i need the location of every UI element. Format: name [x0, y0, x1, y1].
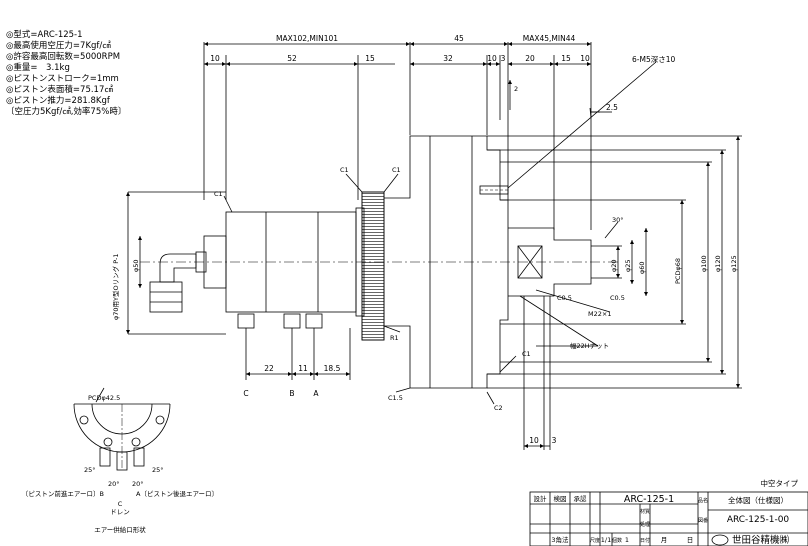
title-h-design: 設計 [534, 494, 548, 503]
title-dwg-label: 図番 [698, 517, 708, 524]
port-view-angle1: 25° [84, 466, 96, 474]
chamfer-c2: C2 [494, 404, 503, 412]
title-dwg-no: ARC-125-1-00 [727, 515, 790, 525]
chamfer-c1-a: C1 [214, 190, 223, 198]
spec-pressure: ◎最高使用空圧力=7Kgf/㎠ [6, 41, 111, 51]
dim-2: 2 [514, 85, 518, 93]
chamfer-c1-c: C1 [392, 166, 401, 174]
dim-11: 11 [298, 364, 308, 373]
title-scale-label: 尺度 [590, 537, 600, 544]
dim-3: 3 [501, 54, 506, 63]
port-view-drain: ドレン [110, 508, 130, 516]
title-qty-label: 個数 [612, 537, 622, 544]
note-m5: 6-M5深さ10 [632, 55, 675, 64]
title-qty: 1 [625, 536, 629, 544]
port-view-pcd: PCDφ42.5 [88, 394, 120, 402]
chamfer-c1-5: C1.5 [388, 394, 403, 402]
note-thread: M22×1 [588, 310, 611, 318]
title-material-label: 材質 [640, 508, 650, 515]
dim-3-bottom: 3 [552, 436, 557, 445]
title-date-label: 日付 [640, 537, 650, 544]
dia-120: φ120 [714, 255, 722, 272]
dim-10a: 10 [210, 54, 220, 63]
chamfer-c0-5-b: C0.5 [610, 294, 625, 302]
title-type: 中空タイプ [761, 478, 799, 488]
spec-area: ◎ピストン表面積=75.17㎠ [6, 85, 113, 95]
dim-22: 22 [264, 364, 274, 373]
spec-stroke: ◎ピストンストローク=1mm [6, 74, 119, 84]
dim-15a: 15 [365, 54, 375, 63]
title-name: 全体図（仕様図） [728, 495, 788, 505]
dim-10-bottom: 10 [529, 436, 539, 445]
spec-model: ◎型式=ARC-125-1 [6, 30, 83, 40]
title-day: 日 [687, 536, 694, 544]
title-company: 世田谷精機㈱ [732, 534, 790, 546]
dim-max45: MAX45,MIN44 [523, 34, 576, 43]
spec-condition: 〔空圧力5Kgf/㎠,効率75%時〕 [6, 107, 127, 117]
chamfer-c1-d: C1 [522, 350, 531, 358]
dia-50: φ50 [132, 259, 140, 272]
dim-10c: 10 [580, 54, 590, 63]
port-c-label: C [243, 389, 248, 398]
dim-2-5: 2.5 [606, 103, 618, 112]
dim-overall: MAX102,MIN101 [276, 34, 338, 43]
dim-45: 45 [454, 34, 464, 43]
dim-20: 20 [525, 54, 535, 63]
angle-30: 30° [612, 216, 624, 224]
dia-20: φ20 [610, 259, 618, 272]
port-view-angle3: 20° [132, 480, 144, 488]
port-view-angle2: 20° [108, 480, 120, 488]
chamfer-c1-b: C1 [340, 166, 349, 174]
dia-pcd68: PCDφ68 [674, 258, 682, 284]
spec-weight: ◎重量= 3.1kg [6, 63, 70, 73]
dim-52: 52 [287, 54, 297, 63]
title-h-check: 検図 [554, 494, 567, 503]
note-oring: φ70用Y型Oリング P-1 [111, 254, 120, 320]
note-hex: 幅22Hナット [570, 341, 609, 350]
port-view-caption: エアー供給口形状 [94, 525, 146, 534]
radius-r1: R1 [390, 334, 399, 342]
title-scale: 1/1 [601, 536, 611, 544]
chamfer-c0-5-a: C0.5 [557, 294, 572, 302]
company-logo-icon [711, 534, 729, 546]
title-name-label: 品名 [698, 497, 708, 504]
title-month: 月 [661, 536, 668, 544]
dim-15b: 15 [561, 54, 571, 63]
spec-thrust: ◎ピストン推力=281.8Kgf [6, 96, 110, 106]
port-view-angle4: 25° [152, 466, 164, 474]
dia-60: φ60 [638, 261, 646, 274]
title-projection: 3角法 [551, 535, 569, 544]
spec-rpm: ◎許容最高回転数=5000RPM [6, 52, 121, 62]
dia-25: φ25 [624, 259, 632, 272]
port-view-label-a: A〔ピストン後退エアーロ〕 [136, 489, 218, 498]
dim-10b: 10 [487, 54, 497, 63]
title-treatment-label: 処理 [640, 521, 650, 528]
dim-18-5: 18.5 [324, 364, 341, 373]
dia-125: φ125 [730, 255, 738, 272]
title-h-approve: 承認 [574, 494, 588, 503]
port-b-label: B [289, 389, 294, 398]
title-model: ARC-125-1 [624, 494, 674, 505]
port-view-label-c: C [118, 500, 123, 508]
port-a-label: A [313, 389, 319, 398]
dia-100: φ100 [700, 255, 708, 272]
port-view-label-b: 〔ピストン前進エアーロ〕B [22, 489, 104, 498]
dim-32: 32 [443, 54, 453, 63]
